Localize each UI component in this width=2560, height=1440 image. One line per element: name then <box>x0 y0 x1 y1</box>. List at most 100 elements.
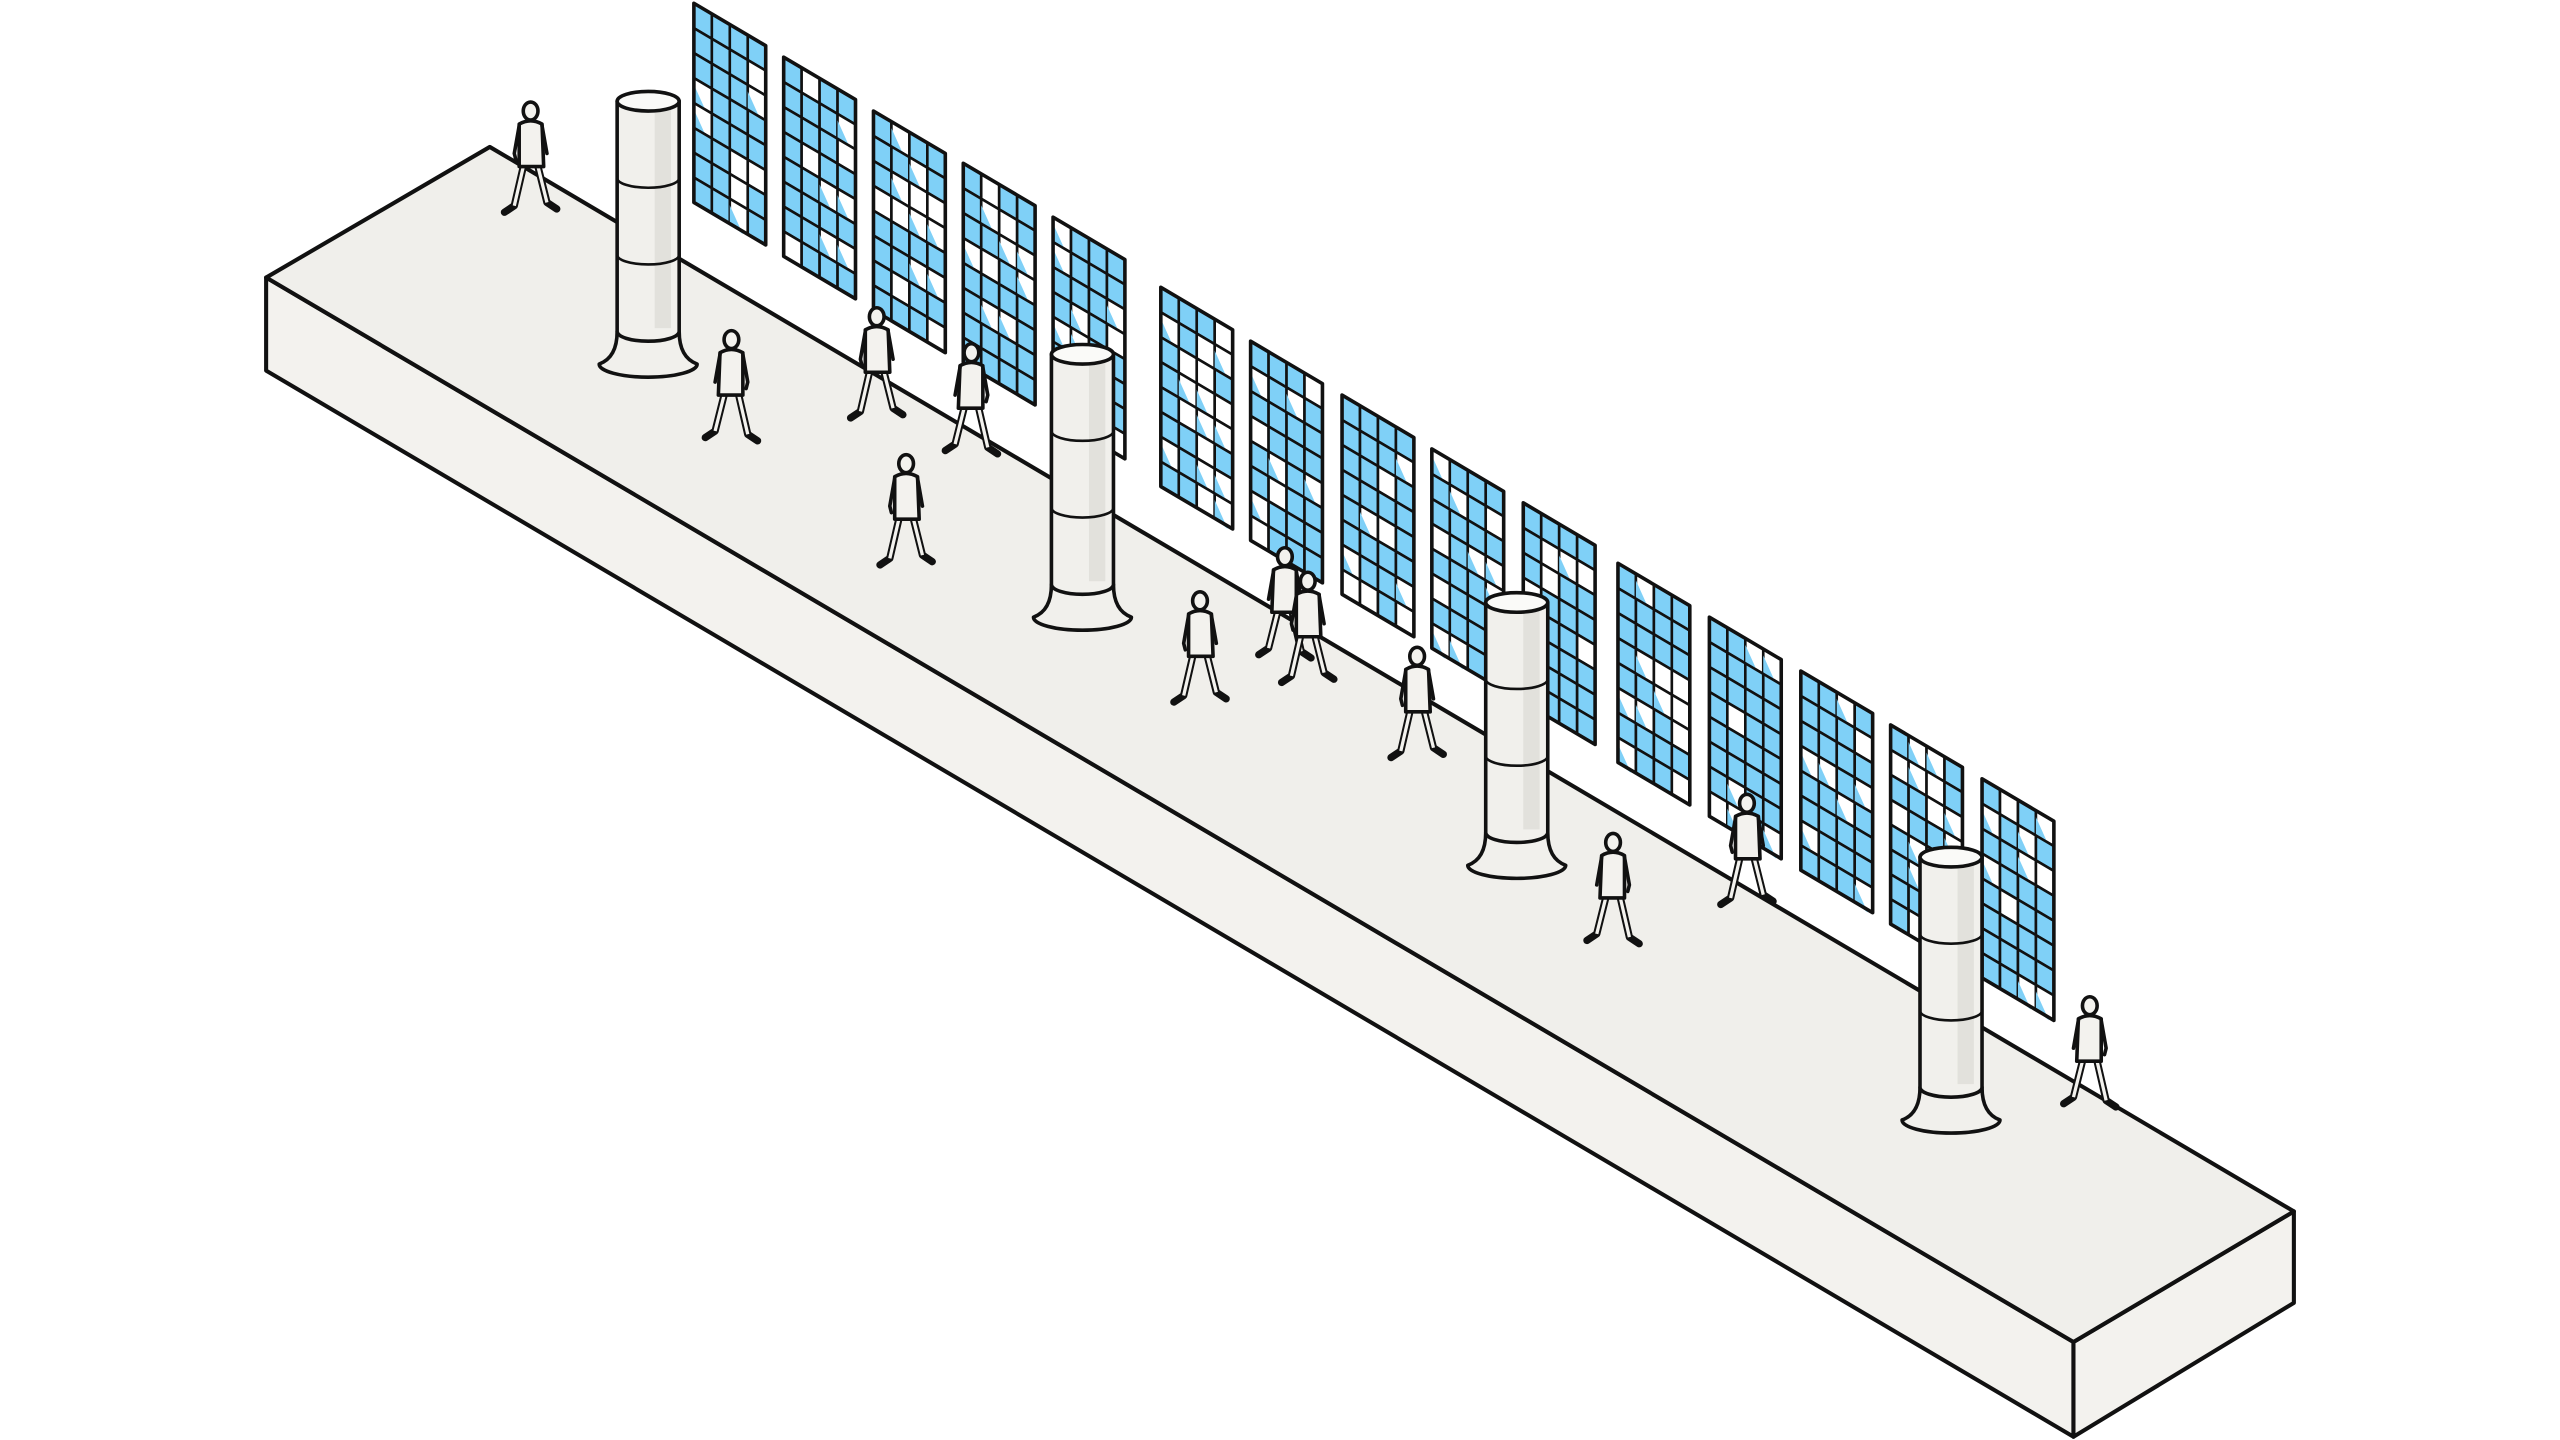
column-top <box>1049 342 1116 366</box>
person-arms <box>1399 669 1436 708</box>
panel-cell-reflection <box>1053 248 1067 278</box>
column-top <box>615 89 681 113</box>
person-legs-fill <box>2071 1057 2108 1101</box>
panel-cell-reflection <box>1304 479 1318 509</box>
column-base <box>597 329 699 379</box>
solar-panel <box>781 55 858 301</box>
person-arms <box>713 352 750 391</box>
person-legs-fill <box>1182 652 1218 696</box>
panel-cell-reflection <box>1836 798 1850 828</box>
person-torso <box>956 360 985 410</box>
panel-cell-reflection <box>2017 856 2032 886</box>
column-shading <box>1523 602 1540 830</box>
person-legs-fill <box>1729 855 1765 899</box>
column-base <box>1031 582 1134 632</box>
person-arms <box>512 123 549 162</box>
person-arms <box>858 329 895 368</box>
column-shading <box>654 101 672 329</box>
person-icon <box>1387 645 1447 762</box>
panel-cell-reflection <box>909 213 923 243</box>
panel-cell-reflection <box>2035 817 2049 847</box>
column-ring <box>615 176 681 190</box>
person-torso <box>1294 589 1323 639</box>
panel-cell-reflection <box>1854 883 1868 913</box>
panel-cell-reflection <box>1908 742 1922 772</box>
solar-panel <box>1340 393 1416 639</box>
panel-cell-reflection <box>1944 813 1958 843</box>
column <box>1465 590 1568 881</box>
person-torso <box>716 347 745 397</box>
panel-cell-reflection <box>963 244 977 274</box>
column <box>597 89 699 379</box>
person-torso <box>1186 608 1215 659</box>
column-ring <box>1484 754 1550 767</box>
panel-cell-reflection <box>981 304 995 334</box>
column-shading <box>1088 354 1106 582</box>
person-arms <box>1728 816 1766 855</box>
person-head <box>1737 792 1757 815</box>
panel-cell-reflection <box>837 120 851 150</box>
panel-cell-reflection <box>1982 860 1996 889</box>
panel-cell-reflection <box>837 244 851 274</box>
panel-cell-reflection <box>909 163 923 193</box>
panel-cell-reflection <box>837 195 851 225</box>
solar-panel <box>1248 339 1325 585</box>
panel-cell-reflection <box>2017 980 2032 1010</box>
column-top <box>1918 845 1984 869</box>
person-torso <box>1270 564 1299 615</box>
person-legs-fill <box>953 404 990 448</box>
panel-frame <box>871 109 948 355</box>
panel-cell-reflection <box>891 177 905 207</box>
panel-cell-reflection <box>1214 350 1228 380</box>
column-shading <box>1957 857 1974 1085</box>
panel-cell-reflection <box>1763 829 1777 859</box>
person-torso <box>517 119 546 169</box>
panel-cell-reflection <box>2017 831 2032 861</box>
platform <box>264 144 2296 1439</box>
column-base <box>1900 1085 2002 1135</box>
panel-frame <box>1799 669 1875 915</box>
person-arms <box>2071 1018 2108 1057</box>
person-head <box>2080 994 2099 1017</box>
panel-cell-reflection <box>1800 826 1814 856</box>
person-icon <box>1170 590 1230 706</box>
person-icon <box>1583 831 1643 948</box>
panel-frame <box>781 55 858 301</box>
panel-cell-reflection <box>2035 991 2049 1021</box>
person-icon <box>1277 570 1338 687</box>
person-head <box>867 305 886 328</box>
solar-panel <box>1159 285 1235 531</box>
panel-cell-reflection <box>1653 690 1667 720</box>
solar-panel <box>961 161 1037 407</box>
panel-cell-reflection <box>1214 500 1228 529</box>
column <box>1031 342 1134 632</box>
person-head <box>1298 570 1317 593</box>
column <box>1900 845 2002 1135</box>
panel-cell-reflection <box>1617 694 1632 724</box>
panel-cell-reflection <box>999 240 1013 270</box>
person-icon <box>701 328 762 445</box>
person-torso <box>1598 850 1627 900</box>
panel-frame <box>1616 561 1692 807</box>
person-head <box>1603 831 1623 854</box>
column-ring <box>1918 932 1984 945</box>
person-arms <box>1594 855 1632 894</box>
person-torso <box>2074 1013 2104 1064</box>
person-icon <box>1717 792 1777 909</box>
panel-frame <box>1248 339 1325 585</box>
panel-cell-reflection <box>1467 551 1481 581</box>
column-ring <box>1050 429 1115 443</box>
person-torso <box>1733 811 1762 861</box>
person-arms <box>1289 594 1326 633</box>
panel-frame <box>1159 285 1235 531</box>
person-torso <box>863 324 892 375</box>
person-legs-fill <box>1399 708 1436 752</box>
person-icon <box>941 341 1002 458</box>
person-head <box>896 452 916 475</box>
column-ring <box>1484 677 1550 691</box>
column-ring <box>1050 506 1115 519</box>
panel-cell-reflection <box>729 205 743 235</box>
person-icon <box>500 100 561 216</box>
person-torso <box>892 471 921 521</box>
solar-panel <box>871 109 948 355</box>
